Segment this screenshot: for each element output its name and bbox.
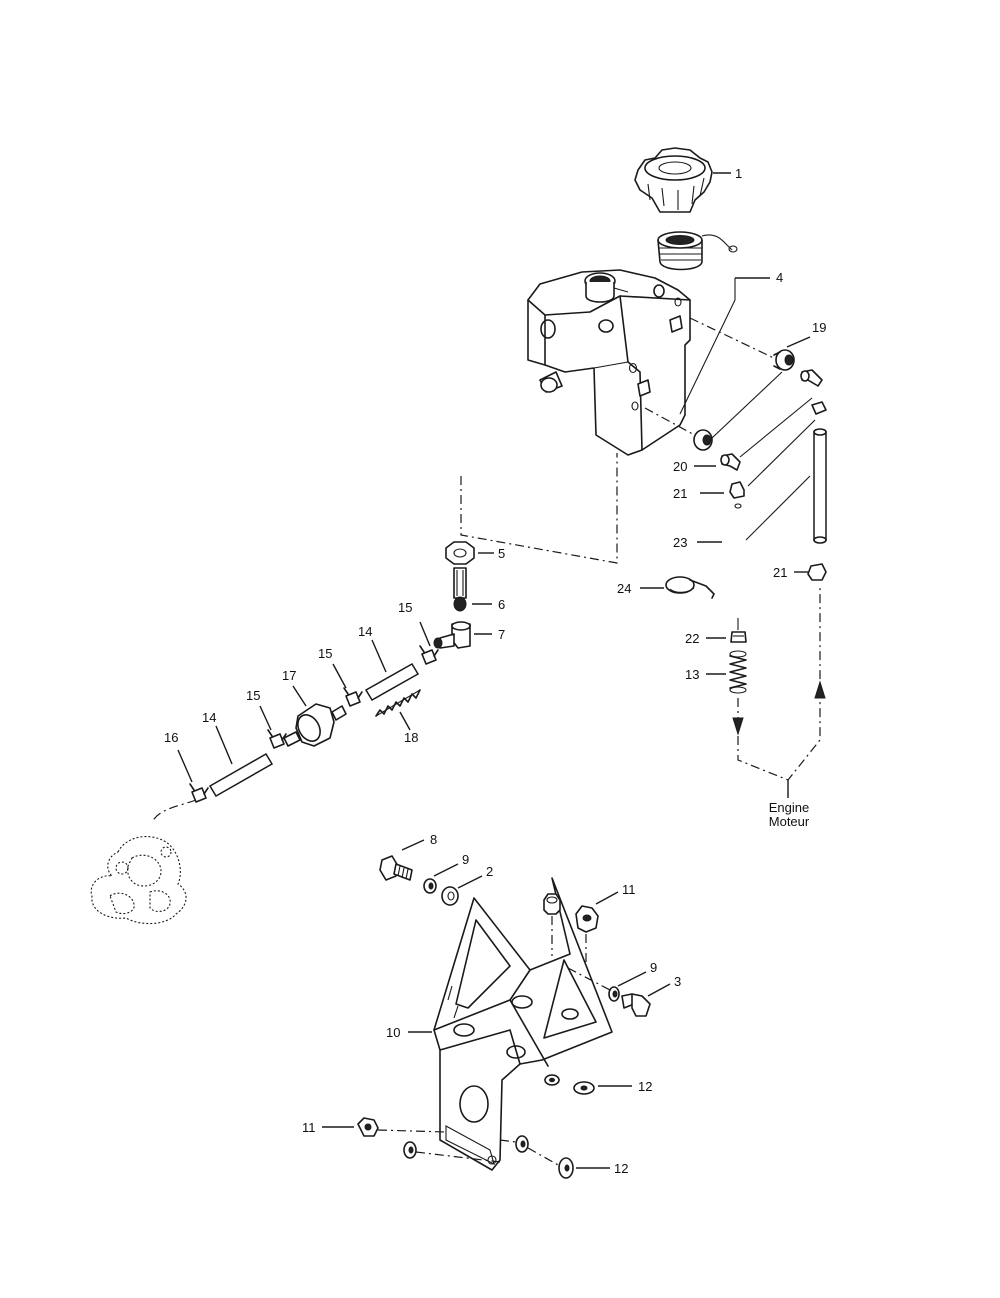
callout-19: 19 [812,320,826,335]
banjo-bolt [453,567,467,612]
washer-9-left [423,878,437,894]
spring [729,650,747,694]
callout-15-top: 15 [398,600,412,615]
hose-clamp-15c [267,729,287,749]
callout-3: 3 [674,974,681,989]
bolt-3 [621,993,651,1017]
callout-22: 22 [685,631,699,646]
oil-filter [283,703,347,747]
hose-clamp-upper [811,401,827,415]
nut-11-top-right [575,905,599,933]
callout-6: 6 [498,597,505,612]
callout-10: 10 [386,1025,400,1040]
filler-cap [634,147,713,213]
flow-arrow-up-icon [814,680,826,699]
hose-14-upper [364,662,420,702]
callout-20: 20 [673,459,687,474]
callout-11-top: 11 [622,882,636,897]
grommet [773,349,795,371]
callout-24: 24 [617,581,631,596]
engine-label: Engine [769,800,809,815]
hose-clamp [729,481,745,509]
hose-clamp-lower [807,563,827,581]
callout-7: 7 [498,627,505,642]
elbow-fitting [720,453,741,471]
spring-guard [375,689,421,717]
callout-17: 17 [282,668,296,683]
callout-14-top: 14 [358,624,372,639]
callout-13: 13 [685,667,699,682]
oil-line-hose [813,428,827,544]
nut [445,541,475,565]
callout-16: 16 [164,730,178,745]
hose-clamp-16 [189,783,209,803]
callout-21-lower: 21 [773,565,787,580]
nut-11-bottom [357,1117,379,1137]
hose-clamp-15b [343,687,363,707]
hose-clip [665,576,715,599]
callout-9-right: 9 [650,960,657,975]
flow-arrow-down-icon [732,717,744,736]
elbow-fitting-upper [800,369,823,387]
callout-5: 5 [498,546,505,561]
bolt-8 [379,855,413,881]
callout-14-low: 14 [202,710,216,725]
grommet-lower [693,429,713,451]
callout-18: 18 [404,730,418,745]
nut-11-top [543,893,561,915]
callout-12-upper: 12 [638,1079,652,1094]
callout-23: 23 [673,535,687,550]
callout-15-low: 15 [246,688,260,703]
callout-21: 21 [673,486,687,501]
hose-clamp-15a [419,645,439,665]
oil-tank [527,269,691,456]
washer-9-right [608,986,620,1002]
oil-pump-phantom [90,836,187,925]
callout-12-lower: 12 [614,1161,628,1176]
filler-neck [657,231,738,271]
washers-lower [403,1135,574,1179]
washer-12-upper [544,1074,595,1095]
bracket-10 [433,877,613,1171]
callout-2: 2 [486,864,493,879]
callout-15-mid: 15 [318,646,332,661]
spacer-2 [441,886,459,906]
callout-1: 1 [735,166,742,181]
callout-11-bottom: 11 [302,1120,316,1135]
callout-4: 4 [776,270,783,285]
callout-9-left: 9 [462,852,469,867]
check-valve [730,631,747,643]
hose-14-lower [208,752,274,798]
banjo-fitting [433,621,471,649]
callout-8: 8 [430,832,437,847]
engine-label-fr: Moteur [769,814,810,829]
